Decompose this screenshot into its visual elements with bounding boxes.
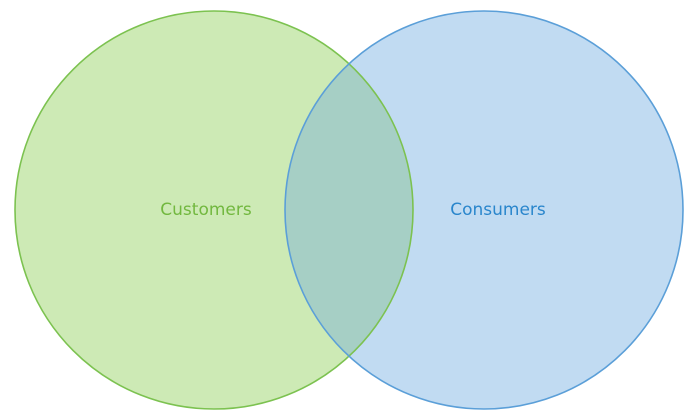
customers-outline bbox=[14, 10, 414, 410]
consumers-label: Consumers bbox=[450, 200, 546, 220]
consumers-outline bbox=[284, 10, 684, 410]
overlap-region bbox=[285, 11, 413, 409]
customers-label: Customers bbox=[160, 200, 252, 220]
